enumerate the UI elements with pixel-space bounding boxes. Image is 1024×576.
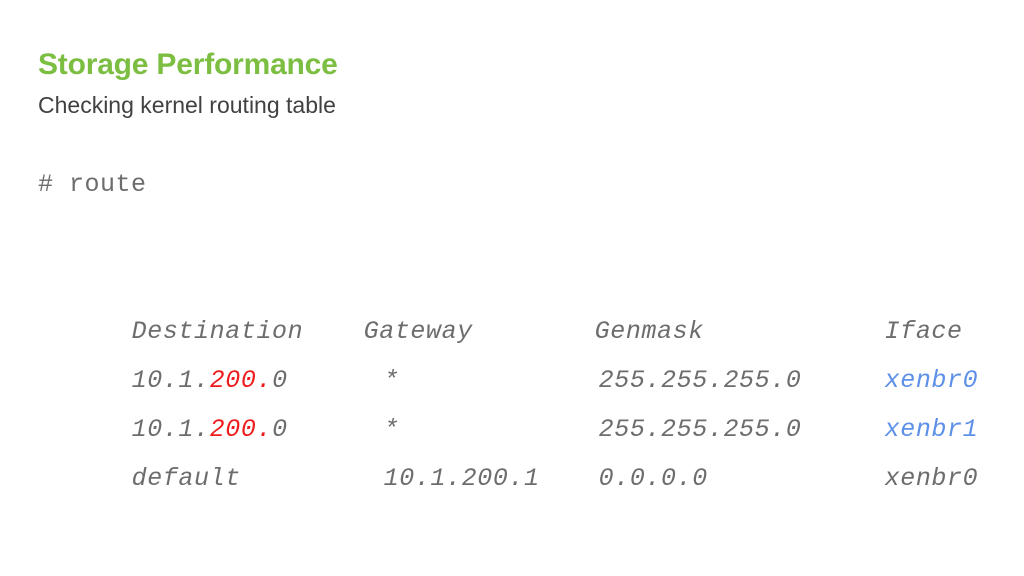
- table-row: default 10.1.200.1 0.0.0.0 xenbr0: [38, 405, 1024, 493]
- column-header-genmask: Genmask: [594, 317, 704, 346]
- cell-genmask: 255.255.255.0: [598, 366, 802, 395]
- cell-destination: 10.1.200.0: [132, 405, 364, 454]
- cell-destination: default: [132, 454, 364, 503]
- cell-gateway: *: [383, 415, 400, 444]
- cell-genmask: 255.255.255.0: [598, 415, 802, 444]
- destination-highlight: 200.: [209, 415, 273, 444]
- column-header-destination: Destination: [131, 317, 304, 346]
- column-header-iface: Iface: [884, 317, 963, 346]
- destination-prefix: 10.1.: [131, 415, 210, 444]
- destination-suffix: 0: [272, 415, 288, 444]
- cell-iface: xenbr0: [884, 366, 979, 395]
- column-header-gateway: Gateway: [363, 317, 473, 346]
- command-prompt-line: # route: [38, 170, 147, 199]
- page-title: Storage Performance: [38, 48, 338, 81]
- destination-prefix: 10.1.: [131, 366, 210, 395]
- cell-genmask: 0.0.0.0: [598, 464, 708, 493]
- destination-prefix: default: [131, 464, 241, 493]
- cell-gateway: 10.1.200.1: [383, 464, 540, 493]
- table-row: 10.1.200.0 * 255.255.255.0 xenbr0: [38, 307, 1024, 395]
- blank-line: [38, 209, 1024, 258]
- route-table-header-row: Destination Gateway Genmask Iface: [38, 258, 1024, 346]
- cell-gateway: *: [383, 366, 400, 395]
- page-subtitle: Checking kernel routing table: [38, 91, 336, 118]
- cell-destination: 10.1.200.0: [132, 356, 364, 405]
- destination-highlight: 200.: [209, 366, 273, 395]
- destination-suffix: 0: [272, 366, 288, 395]
- console-output-block: # route Destination Gateway Genmask Iface 1…: [38, 160, 1024, 493]
- cell-iface: xenbr0: [884, 464, 979, 493]
- heading-block: Storage Performance Checking kernel rout…: [38, 48, 338, 119]
- cell-iface: xenbr1: [884, 415, 979, 444]
